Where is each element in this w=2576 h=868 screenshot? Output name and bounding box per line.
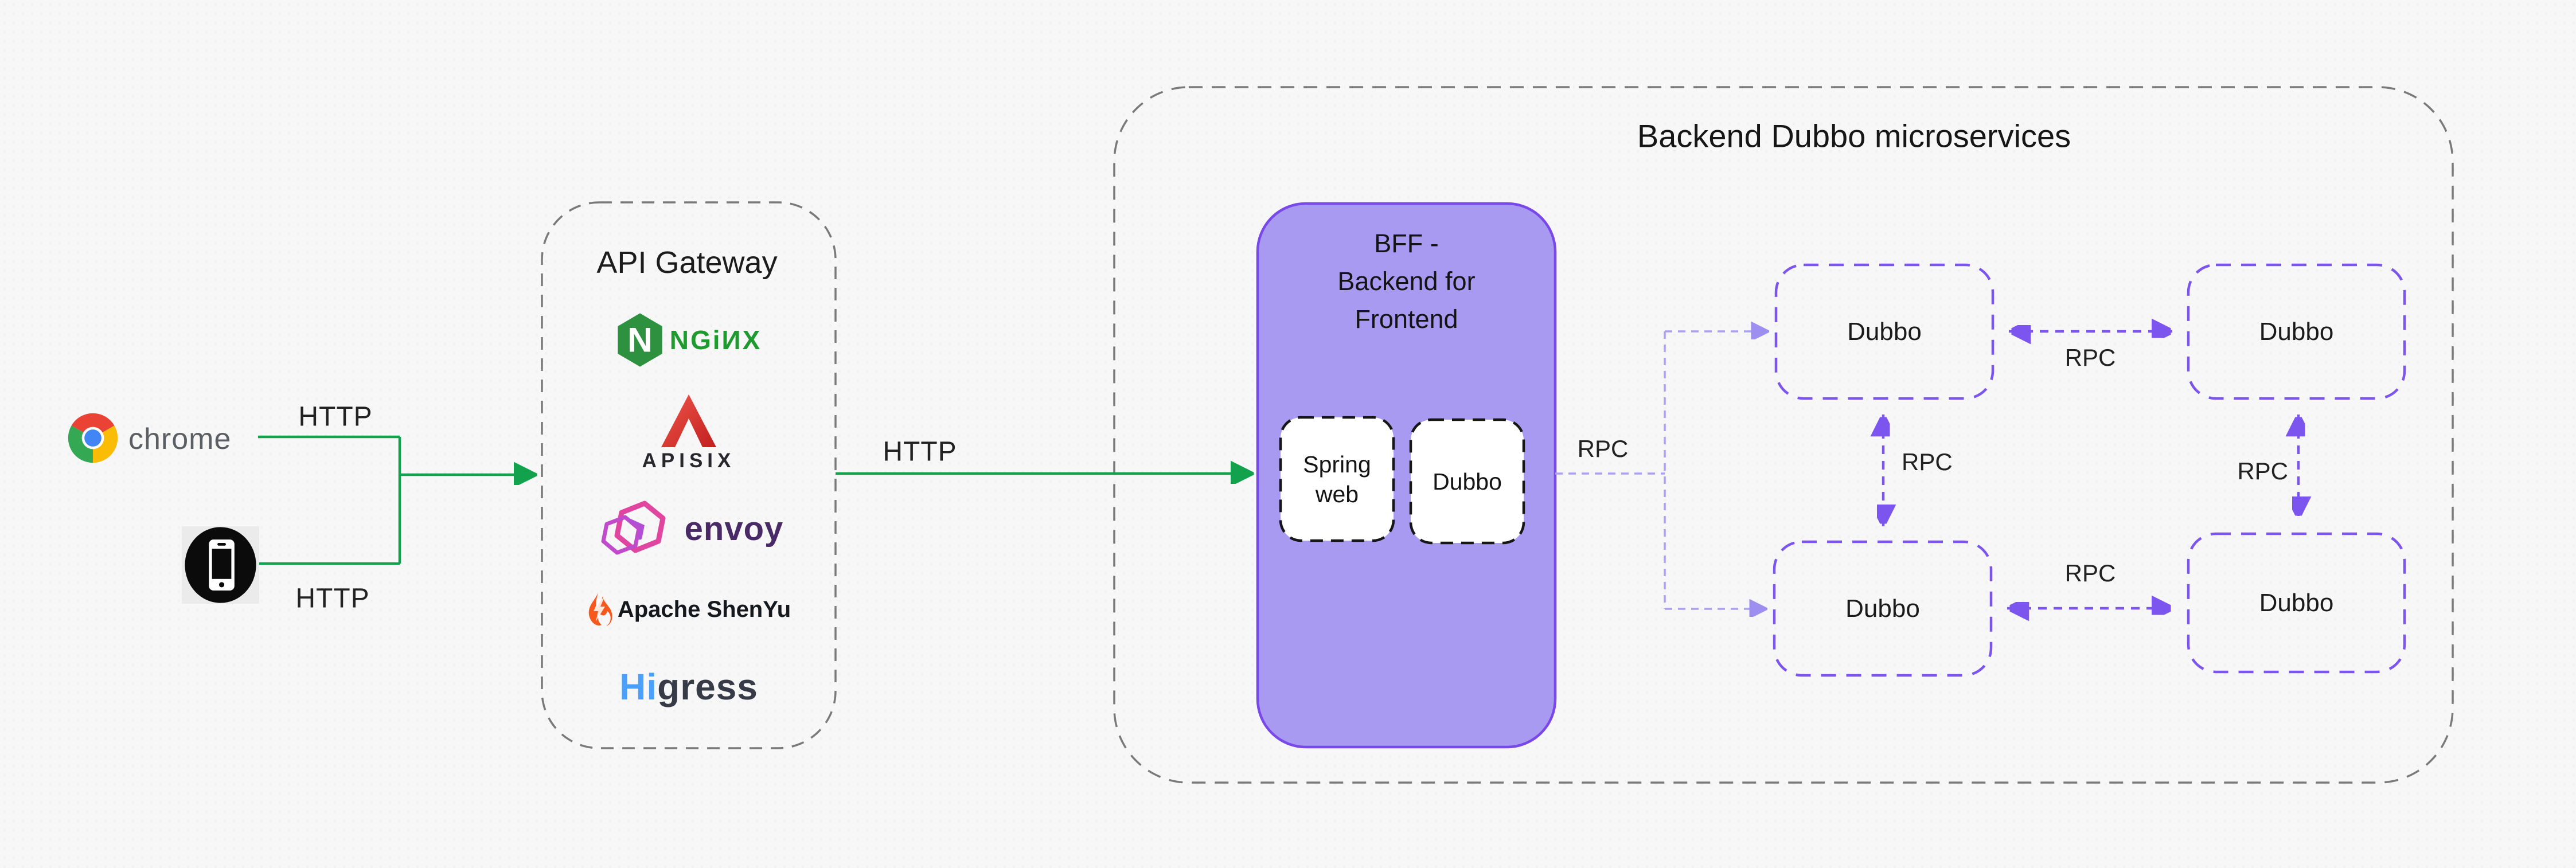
- http-label-top: HTTP: [298, 401, 373, 432]
- apisix-logo: APISIX: [542, 393, 836, 472]
- envoy-wordmark: envoy: [684, 510, 784, 548]
- shenyu-logo: Apache ShenYu: [542, 591, 836, 628]
- apisix-wordmark: APISIX: [642, 449, 736, 472]
- envoy-logo: envoy: [542, 495, 836, 562]
- dubbo-node-3-box: [1773, 540, 1993, 677]
- chrome-label: chrome: [128, 423, 232, 456]
- apisix-triangle-icon: [661, 394, 716, 447]
- nginx-hexagon-icon: N: [618, 313, 662, 367]
- chrome-icon: [68, 413, 118, 463]
- http-label-mid: HTTP: [883, 436, 957, 467]
- backend-title: Backend Dubbo microservices: [1637, 118, 2071, 154]
- dubbo-node-1-label: Dubbo: [1847, 317, 1922, 346]
- rpc-label-bottom: RPC: [2064, 560, 2116, 587]
- higress-wordmark-hi: Hi: [619, 666, 658, 707]
- bff-box: [1256, 202, 1557, 749]
- dubbo-chip-label: Dubbo: [1433, 468, 1502, 495]
- nginx-logo: N NGiИX: [542, 311, 836, 369]
- dubbo-chip-box: [1409, 418, 1525, 545]
- rpc-label-bff: RPC: [1577, 435, 1629, 462]
- higress-wordmark-gress: gress: [657, 666, 758, 707]
- api-gateway-title: API Gateway: [596, 245, 778, 280]
- rpc-label-right: RPC: [2237, 458, 2288, 484]
- rpc-label-top: RPC: [2064, 344, 2116, 371]
- bff-title-line1: BFF -: [1374, 229, 1439, 258]
- nginx-wordmark: NGiИX: [669, 325, 762, 355]
- spring-web-chip-box: [1279, 416, 1395, 542]
- bff-title-line3: Frontend: [1355, 304, 1458, 334]
- envoy-hexagons-icon: [601, 501, 666, 555]
- dubbo-node-3-label: Dubbo: [1845, 594, 1920, 623]
- rpc-label-left: RPC: [1902, 448, 1953, 475]
- api-gateway-box: [541, 201, 837, 749]
- nginx-letter: N: [627, 320, 653, 359]
- dubbo-node-2-box: [2187, 263, 2406, 400]
- smartphone-icon: [182, 526, 259, 604]
- spring-web-chip-label: Spring web: [1303, 451, 1371, 507]
- shenyu-flame-icon: [588, 593, 612, 626]
- bff-title-line2: Backend for: [1337, 267, 1476, 296]
- dubbo-node-4-label: Dubbo: [2259, 588, 2334, 617]
- http-label-bottom: HTTP: [295, 583, 370, 614]
- dubbo-node-2-label: Dubbo: [2259, 317, 2334, 346]
- shenyu-wordmark: Apache ShenYu: [617, 596, 791, 622]
- bff-title: BFF - Backend for Frontend: [1258, 225, 1555, 338]
- dubbo-node-4-box: [2187, 532, 2406, 674]
- dubbo-node-1-box: [1774, 263, 1995, 400]
